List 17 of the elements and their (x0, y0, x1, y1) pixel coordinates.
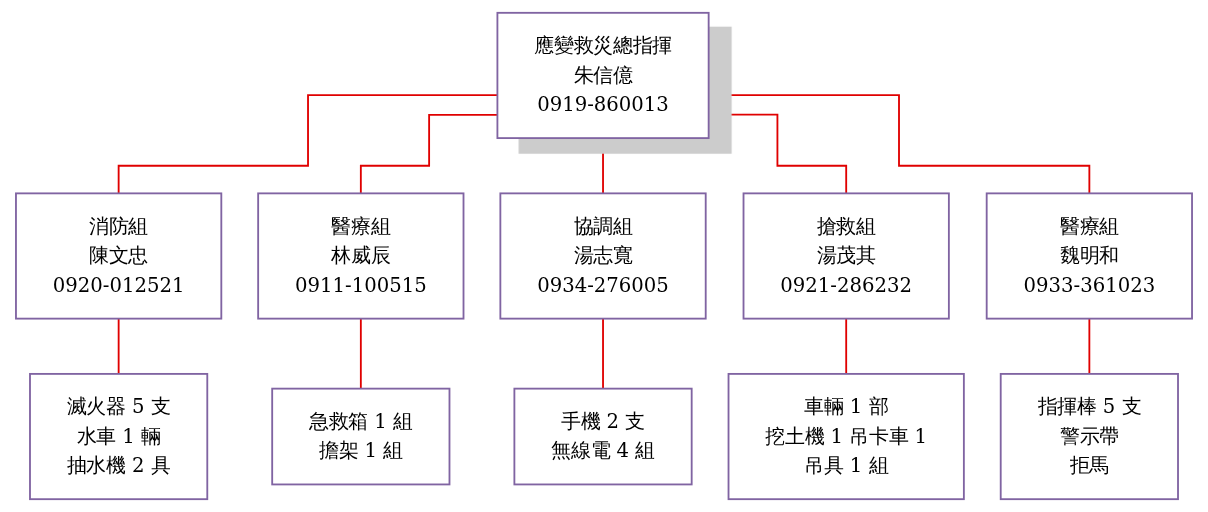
connector (845, 317, 848, 375)
node-box: 指揮棒 5 支 警示帶 拒馬 (999, 372, 1179, 501)
connector (117, 317, 120, 375)
node-box: 消防組 陳文忠 0920-012521 (15, 192, 223, 320)
node-box: 滅火器 5 支 水車 1 輛 抽水機 2 具 (29, 372, 209, 501)
node-box: 急救箱 1 組 擔架 1 組 (271, 387, 451, 486)
node-box: 協調組 湯志寬 0934-276005 (499, 192, 707, 320)
connector (602, 317, 604, 390)
node-box: 搶救組 湯茂其 0921-286232 (742, 192, 950, 320)
connector (359, 317, 362, 390)
node-box: 車輛 1 部 挖土機 1 吊卡車 1 吊具 1 組 (727, 372, 965, 501)
node-box: 醫療組 林威辰 0911-100515 (257, 192, 465, 320)
connector (602, 137, 604, 195)
connector (1088, 317, 1091, 375)
node-box: 應變救災總指揮 朱信億 0919-860013 (496, 11, 710, 139)
node-box: 手機 2 支 無線電 4 組 (513, 387, 693, 486)
node-box: 醫療組 魏明和 0933-361023 (985, 192, 1193, 320)
